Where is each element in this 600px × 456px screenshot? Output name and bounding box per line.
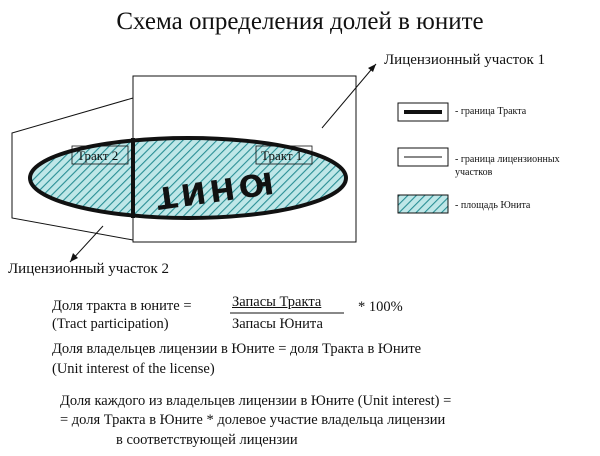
page-title: Схема определения долей в юните (116, 8, 484, 35)
legend-unit-area-swatch (397, 194, 449, 214)
tract-2-label: Тракт 2 (77, 148, 118, 163)
formula3-line2: = доля Тракта в Юните * долевое участие … (60, 412, 446, 428)
arrow-license-1-head (368, 64, 376, 72)
formula3-line3: в соответствующей лицензии (116, 432, 298, 448)
license-area-2-label: Лицензионный участок 2 (8, 261, 170, 277)
formula1-left-line2: (Tract participation) (52, 316, 169, 332)
formula3-line1: Доля каждого из владельцев лицензии в Юн… (60, 393, 452, 409)
arrow-license-2-head (70, 253, 78, 262)
unit-ellipse (28, 136, 348, 220)
formula1-left-line1: Доля тракта в юните = (52, 298, 192, 314)
legend-license-boundary-line1: - граница лицензионных (455, 154, 560, 165)
legend-unit-area-text: - площадь Юнита (455, 200, 531, 211)
formula2-line2: (Unit interest of the license) (52, 361, 215, 377)
tract-2-box (71, 145, 129, 165)
license-area-1-label: Лицензионный участок 1 (384, 52, 546, 68)
formula1-denominator: Запасы Юнита (232, 316, 323, 332)
legend-license-boundary-line2: участков (455, 167, 493, 178)
legend-tract-boundary-text: - граница Тракта (455, 106, 527, 117)
tract-1-box (255, 145, 313, 165)
tract-1-label: Тракт 1 (261, 148, 302, 163)
formula2-line1: Доля владельцев лицензии в Юните = доля … (52, 341, 422, 357)
formula1-numerator: Запасы Тракта (232, 294, 322, 310)
legend-license-boundary-text: - граница лицензионных участков (455, 153, 560, 179)
arrow-license-1 (321, 63, 377, 129)
formula1-multiplier: * 100% (358, 299, 403, 315)
